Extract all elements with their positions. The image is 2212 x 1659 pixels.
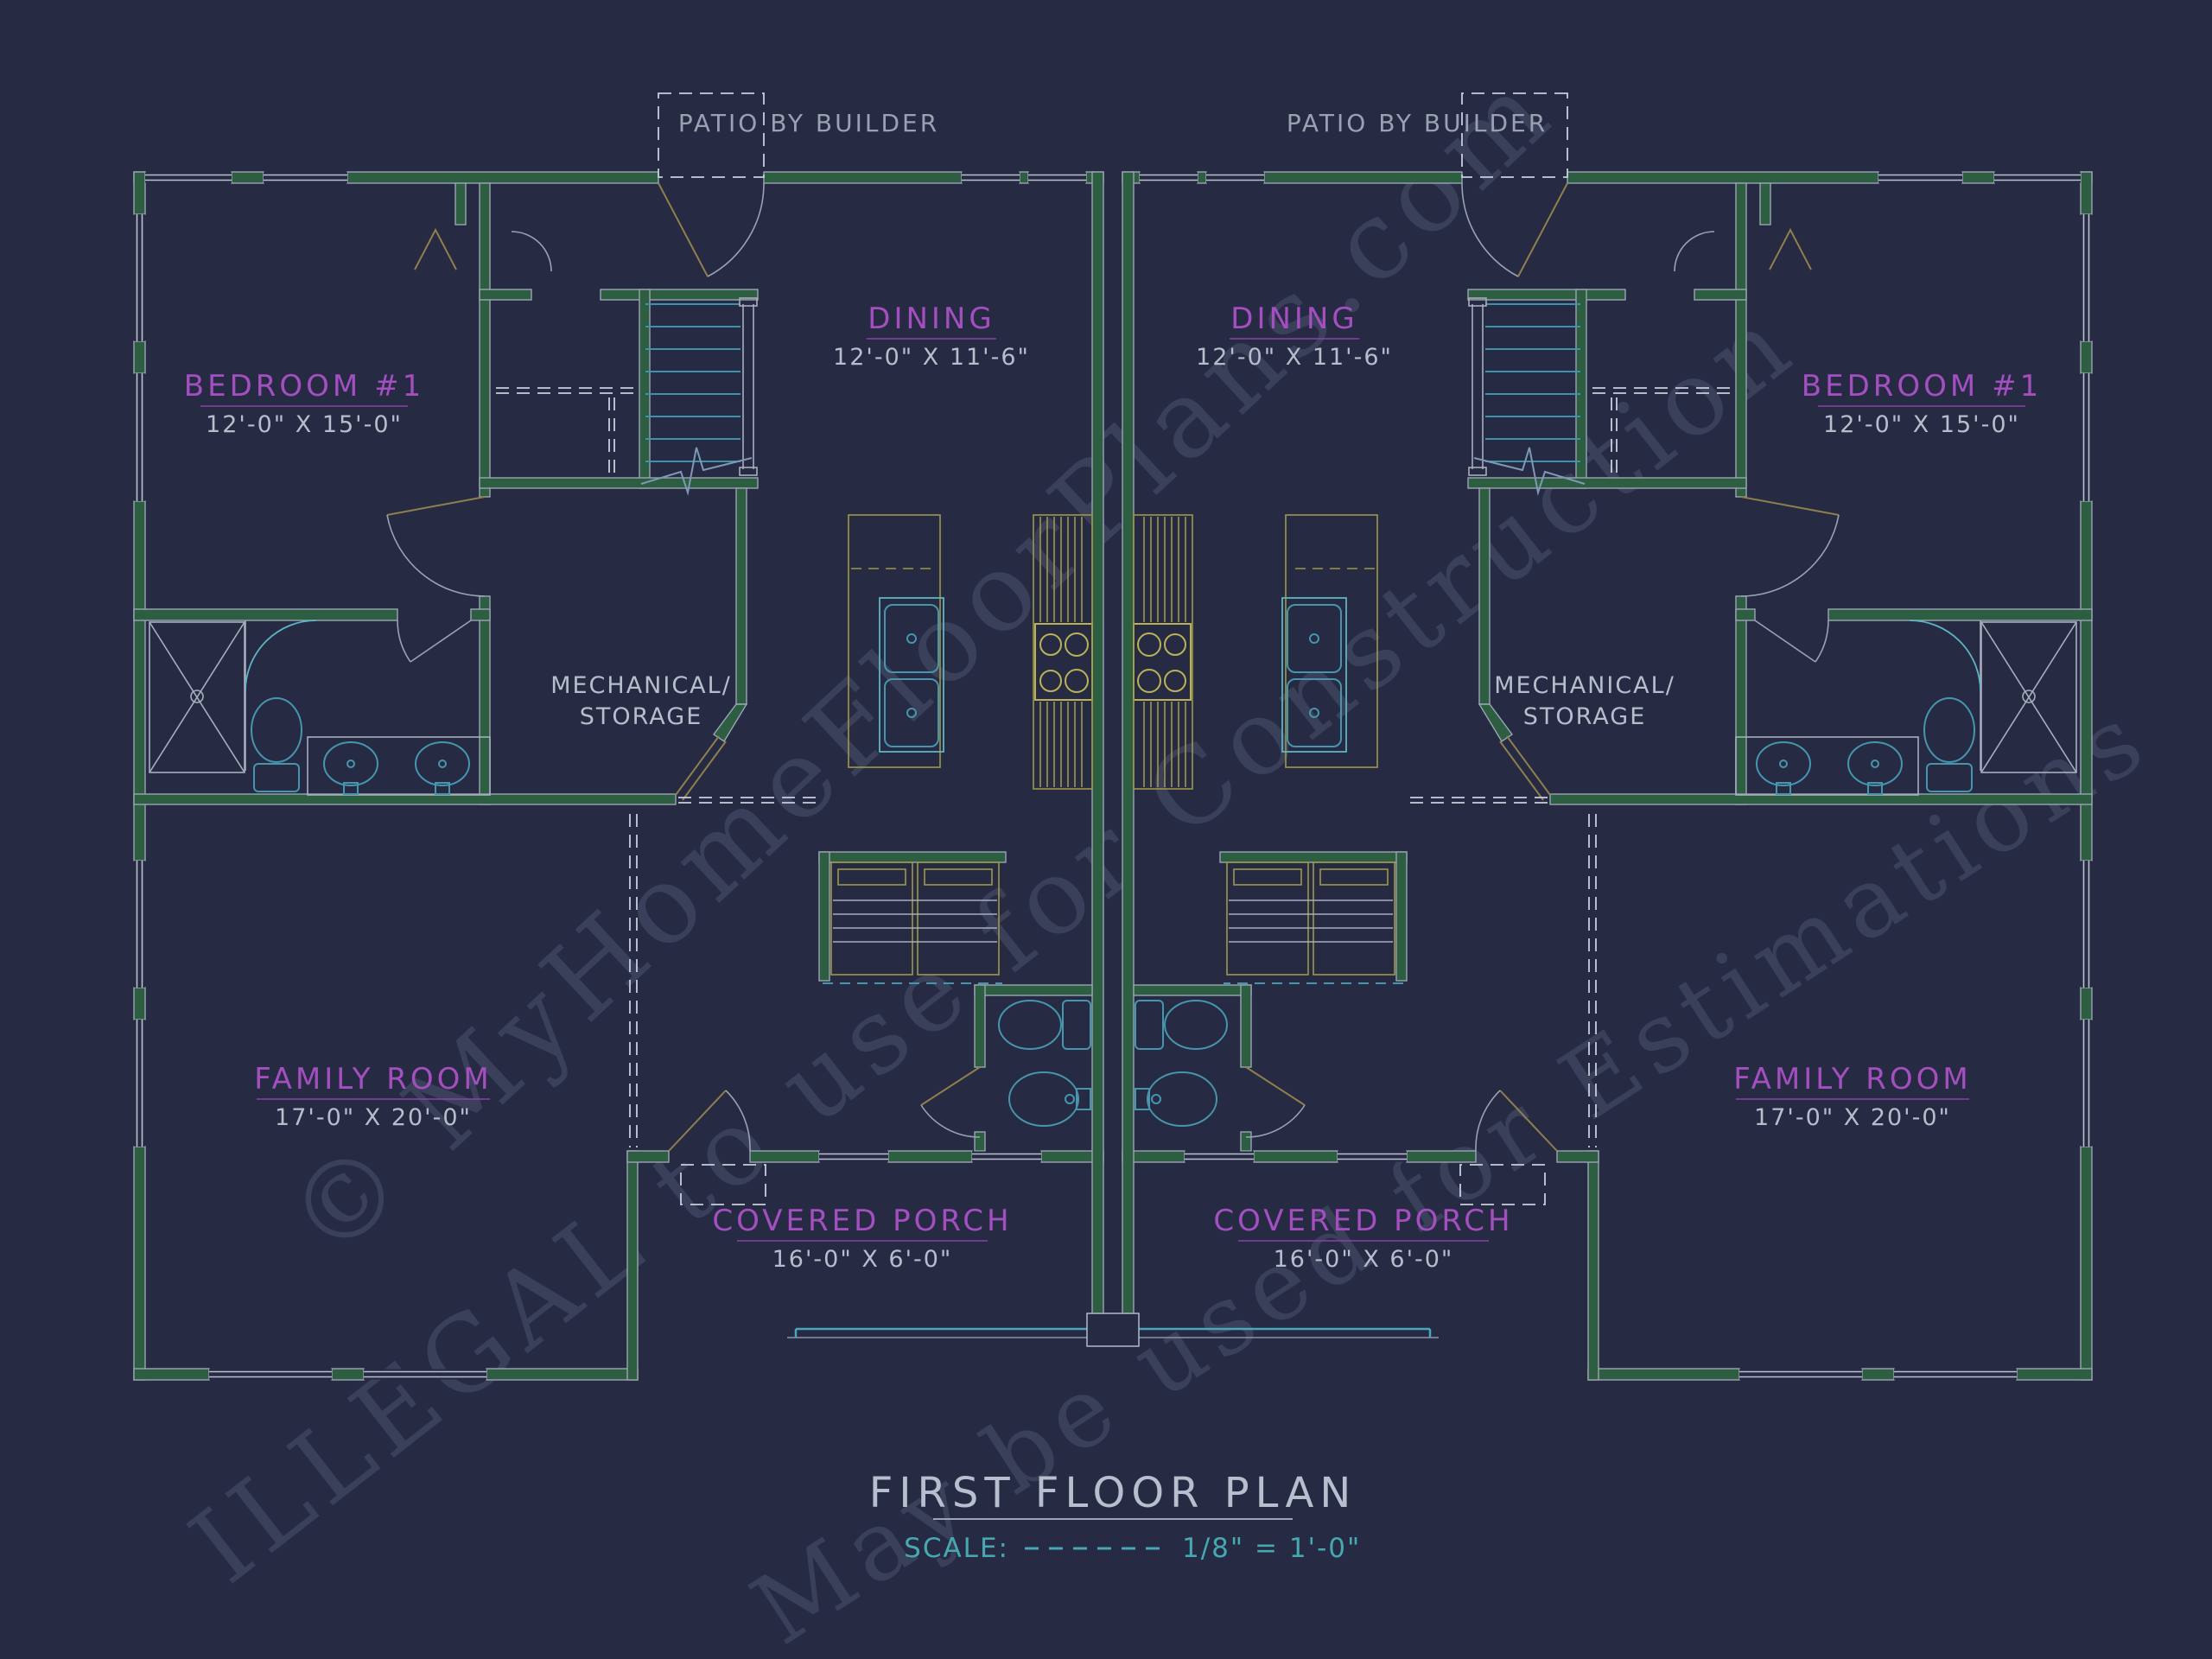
room-label-dining-left: DINING [868, 302, 995, 336]
room-label-porch-right: COVERED PORCH [1213, 1204, 1513, 1238]
title-block: FIRST FLOOR PLAN SCALE: 1/8" = 1'-0" [869, 1469, 1361, 1564]
labels: PATIO BY BUILDER PATIO BY BUILDER BEDROO… [184, 109, 2042, 1273]
room-label-family-left: FAMILY ROOM [254, 1062, 493, 1096]
room-label-mechanical-left-2: STORAGE [580, 703, 703, 730]
room-label-porch-left: COVERED PORCH [712, 1204, 1012, 1238]
room-dims-dining-right: 12'-0" X 11'-6" [1196, 344, 1393, 371]
porch-slab-edge [787, 1313, 1439, 1347]
scale-value: 1/8" = 1'-0" [1182, 1533, 1361, 1564]
room-label-mechanical-right-1: MECHANICAL/ [1494, 672, 1675, 699]
room-dims-bedroom-right: 12'-0" X 15'-0" [1823, 411, 2020, 438]
room-dims-porch-left: 16'-0" X 6'-0" [772, 1246, 953, 1273]
room-label-mechanical-right-2: STORAGE [1523, 703, 1647, 730]
room-dims-bedroom-left: 12'-0" X 15'-0" [206, 411, 403, 438]
drawing-title: FIRST FLOOR PLAN [869, 1469, 1357, 1517]
patio-label-left: PATIO BY BUILDER [678, 109, 939, 137]
room-label-bedroom-right: BEDROOM #1 [1802, 369, 2042, 404]
room-label-dining-right: DINING [1230, 302, 1357, 336]
room-dims-porch-right: 16'-0" X 6'-0" [1274, 1246, 1454, 1273]
patio-label-right: PATIO BY BUILDER [1287, 109, 1548, 137]
scale-label: SCALE: [904, 1533, 1009, 1564]
room-label-bedroom-left: BEDROOM #1 [184, 369, 424, 404]
watermark: © MyHomeFloorPlans.com ILLEGAL to use fo… [169, 46, 2169, 1659]
party-wall-base-trim [1086, 1313, 1140, 1347]
room-dims-family-left: 17'-0" X 20'-0" [275, 1104, 472, 1131]
room-dims-dining-left: 12'-0" X 11'-6" [833, 344, 1030, 371]
room-label-mechanical-left-1: MECHANICAL/ [550, 672, 732, 699]
room-dims-family-right: 17'-0" X 20'-0" [1754, 1104, 1951, 1131]
room-label-family-right: FAMILY ROOM [1733, 1062, 1972, 1096]
